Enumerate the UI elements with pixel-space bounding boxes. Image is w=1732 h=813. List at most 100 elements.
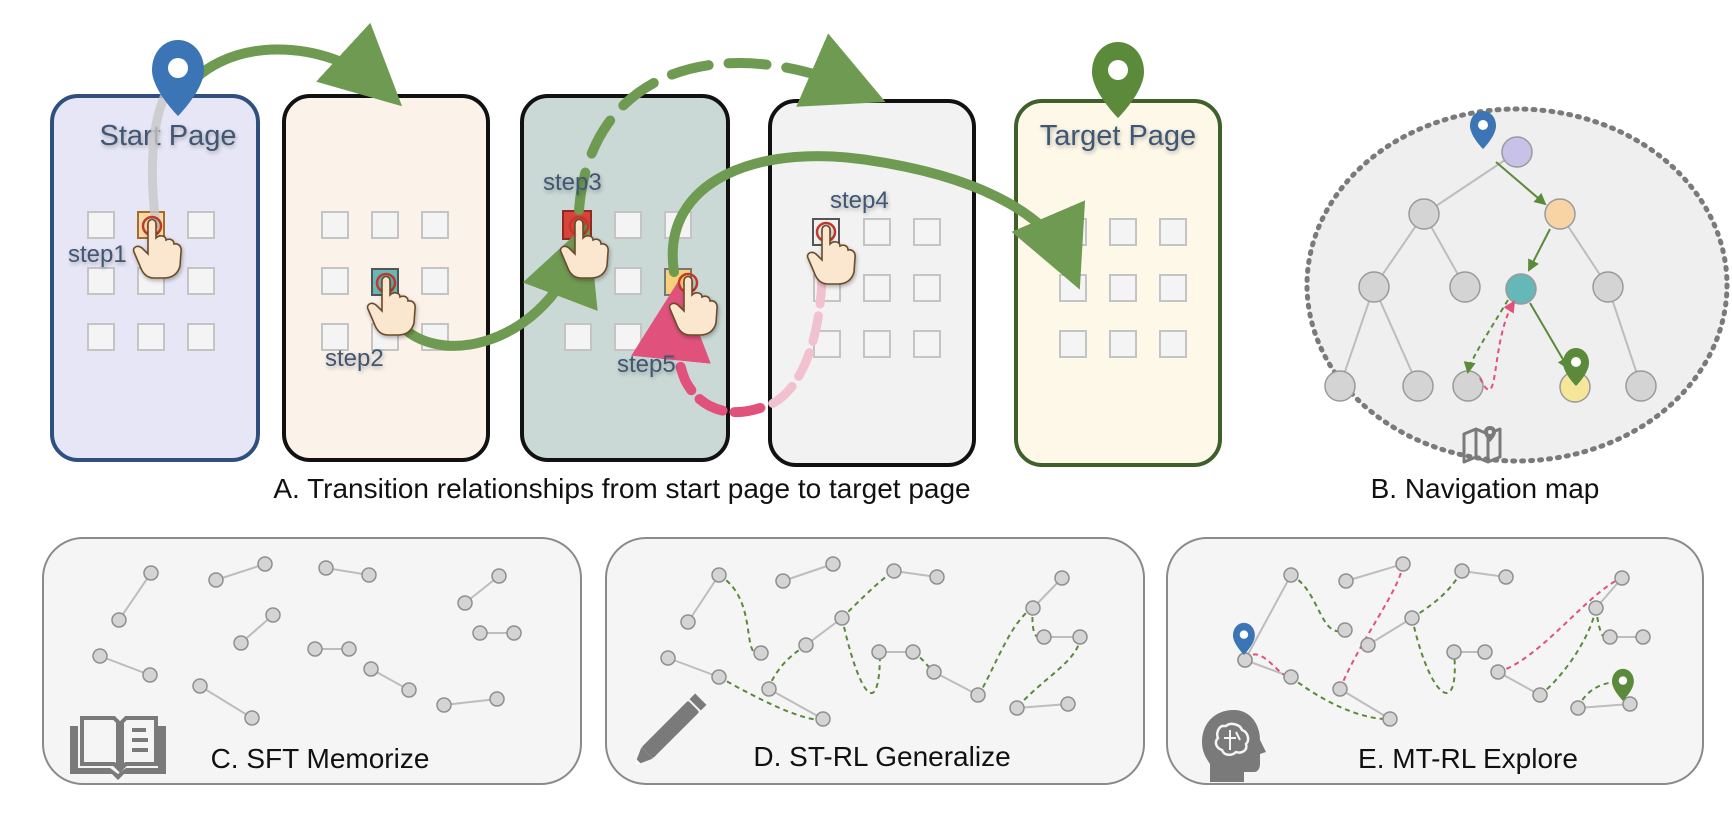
graph-dashed-link <box>977 607 1034 696</box>
caption-c: C. SFT Memorize <box>211 743 430 774</box>
navigation-tree <box>1324 136 1657 403</box>
graph-dashed-link <box>1577 681 1631 709</box>
grid-square <box>564 323 592 351</box>
graph-node <box>1382 711 1398 727</box>
graph-node <box>265 607 281 623</box>
arrow-page3-to-page4-dashed <box>574 33 886 215</box>
panel-c-box <box>42 537 582 785</box>
graph-node <box>711 567 727 583</box>
graph-node <box>753 645 769 661</box>
graph-node <box>457 595 473 611</box>
graph-node <box>257 556 273 572</box>
graph-dashed-link <box>718 676 823 721</box>
graph-node <box>111 612 127 628</box>
graph-node <box>363 661 379 677</box>
nav-start-pin-icon <box>1470 111 1496 149</box>
panel-e-box <box>1166 537 1704 785</box>
grid-square <box>87 323 115 351</box>
hand-shape <box>668 275 718 336</box>
tree-edge <box>1339 286 1375 387</box>
graph-edge <box>199 685 253 719</box>
grid-square <box>1109 274 1137 302</box>
step4-label: step4 <box>830 187 889 214</box>
mini-graphs <box>92 556 1651 727</box>
caption-b: B. Navigation map <box>1371 473 1600 504</box>
graph-node <box>208 572 224 588</box>
start-page-label: Start Page <box>99 120 236 152</box>
tree-node <box>1501 136 1533 168</box>
graph-node <box>341 641 357 657</box>
step3-label: step3 <box>543 169 602 196</box>
hand-shape <box>559 218 609 279</box>
graph-node <box>1635 629 1651 645</box>
graph-node <box>970 687 986 703</box>
pointing-hand-icon <box>806 221 856 285</box>
pointing-hands <box>132 215 856 336</box>
graph-node <box>1588 600 1604 616</box>
graph-node <box>143 565 159 581</box>
tree-node <box>1452 370 1484 402</box>
grid-square <box>421 211 449 239</box>
grid-square <box>1109 218 1137 246</box>
nav-dashed-green <box>1463 299 1509 374</box>
grid-square <box>187 323 215 351</box>
grid-square <box>421 267 449 295</box>
graph-dashed-link <box>1016 636 1081 709</box>
start-location-pin-icon <box>152 40 204 116</box>
pointing-hand-icon <box>668 272 718 336</box>
graph-dashed-link <box>1245 653 1292 679</box>
tree-node <box>1544 198 1576 230</box>
graph-node <box>775 573 791 589</box>
graph-node <box>436 697 452 713</box>
graph-node <box>472 625 488 641</box>
grid-square <box>1059 218 1087 246</box>
grid-square <box>321 267 349 295</box>
graph-edge <box>1345 563 1404 582</box>
grid-square <box>614 267 642 295</box>
graph-edge <box>667 657 720 678</box>
graph-node <box>361 567 377 583</box>
pencil-icon <box>634 693 707 766</box>
graph-edge <box>443 698 498 706</box>
grid-square <box>1059 330 1087 358</box>
graph-node <box>660 650 676 666</box>
graph-node <box>1622 696 1638 712</box>
graph-edge <box>933 671 979 696</box>
tree-node <box>1402 370 1434 402</box>
graph-edge <box>782 563 834 582</box>
graph-node <box>1498 569 1514 585</box>
nav-target-pin-icon <box>1563 348 1589 386</box>
grid-square <box>1159 330 1187 358</box>
graph-edge <box>768 688 824 720</box>
brain-head-icon <box>1202 710 1266 782</box>
grid-square <box>371 211 399 239</box>
pointing-hand-icon <box>366 272 416 336</box>
tree-node <box>1408 198 1440 230</box>
graph-node <box>1454 563 1470 579</box>
tree-node <box>1625 370 1657 402</box>
graph-node <box>871 644 887 660</box>
arrow-start-to-page2 <box>173 22 403 107</box>
graph-node <box>1283 567 1299 583</box>
graph-node <box>1054 570 1070 586</box>
graph-node <box>506 625 522 641</box>
graph-node <box>1237 652 1253 668</box>
graph-node <box>905 644 921 660</box>
hand-shape <box>366 275 416 336</box>
graph-node <box>244 710 260 726</box>
graph-node <box>192 678 208 694</box>
graph-edge <box>118 572 152 621</box>
grid-square <box>321 323 349 351</box>
explore-start-pin-icon <box>1233 622 1255 655</box>
step5-label: step5 <box>617 351 676 378</box>
tree-node <box>1324 370 1356 402</box>
grid-square <box>863 274 891 302</box>
graph-node <box>1332 681 1348 697</box>
graph-edge <box>687 574 720 623</box>
tree-edge <box>1373 286 1419 387</box>
graph-node <box>1009 700 1025 716</box>
grid-square <box>87 211 115 239</box>
grid-square <box>614 211 642 239</box>
graph-edge <box>1367 617 1413 646</box>
step1-label: step1 <box>68 241 127 268</box>
